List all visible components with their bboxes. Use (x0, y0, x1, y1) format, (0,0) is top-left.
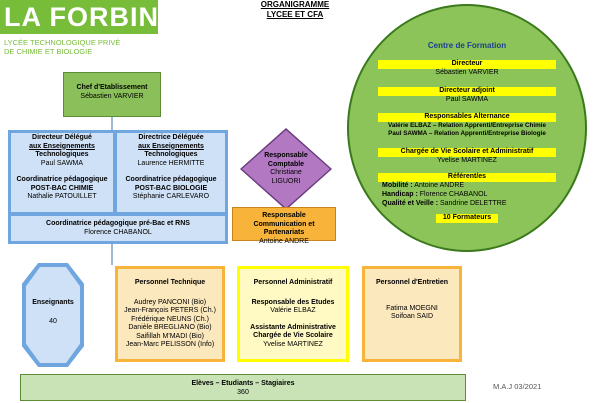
chef-box: Chef d'Etablissement Sébastien VARVIER (63, 72, 161, 117)
chef-title: Chef d'Etablissement (76, 84, 148, 91)
technique-person-6: Jean-Marc PELISSON (Info) (125, 341, 215, 348)
enseignants-count: 40 (49, 317, 57, 325)
enseignants-title: Enseignants (32, 299, 74, 306)
centre-formateurs-label: 10 Formateurs (436, 214, 498, 223)
referent-mobilite-key: Mobilité : (382, 182, 413, 189)
eleves-title: Elèves – Etudiants – Stagiaires (191, 380, 295, 387)
page-title: ORGANIGRAMME LYCEE ET CFA (240, 0, 350, 20)
directeur-2-title-2: aux Enseignements (138, 142, 204, 150)
title-line1: ORGANIGRAMME (260, 0, 330, 9)
administratif-name-1: Valérie ELBAZ (270, 307, 316, 314)
comptable-title: Responsable (264, 152, 308, 159)
directeur-2-name: Laurence HERMITTE (137, 159, 205, 167)
comptable-name-1: Christiane (270, 169, 302, 176)
centre-referent-qualite: Qualité et Veille : Sandrine DELETTRE (382, 200, 572, 209)
directeur-2-title-3: Technologiques (144, 151, 198, 158)
centre-vie-scolaire-name: Yvelise MARTINEZ (437, 157, 497, 164)
referent-handicap-key: Handicap : (382, 191, 418, 198)
coord-1-subtitle: POST-BAC CHIMIE (30, 184, 94, 192)
technique-title: Personnel Technique (134, 279, 206, 286)
directeur-1-title: Directeur Délégué (32, 134, 92, 141)
coord-2-name: Stéphanie CARLEVARO (132, 193, 210, 200)
coord-prebac-title: Coordinatrice pédagogique pré-Bac et RNS (46, 220, 190, 227)
entretien-title: Personnel d'Entretien (375, 279, 449, 286)
logo-subtitle: LYCÉE TECHNOLOGIQUE PRIVÉ DE CHIMIE ET B… (4, 38, 120, 56)
centre-directeur-name: Sébastien VARVIER (435, 69, 499, 76)
centre-formation-circle (347, 4, 587, 252)
eleves-count: 360 (237, 388, 249, 396)
centre-referent-handicap: Handicap : Florence CHABANOL (382, 191, 572, 200)
comptable-title-2: Comptable (267, 160, 305, 168)
directeur-1-name: Paul SAWMA (40, 159, 84, 167)
technique-person-5: Saifillah M'MADI (Bio) (136, 332, 204, 340)
technique-box: Personnel Technique Audrey PANCONI (Bio)… (118, 269, 222, 359)
administratif-role-2: Assistante Administrative (250, 323, 336, 331)
centre-alternance-line1: Valérie ELBAZ – Relation Apprenti/Entrep… (388, 122, 546, 129)
entretien-person-2: Soifoan SAID (390, 313, 434, 320)
directeur-2-box: Directrice Déléguée aux Enseignements Te… (117, 133, 225, 212)
administratif-title: Personnel Administratif (253, 279, 333, 286)
entretien-box: Personnel d'Entretien Fatima MOEGNI Soif… (365, 269, 459, 359)
chef-name: Sébastien VARVIER (80, 92, 144, 100)
centre-alternance-label: Responsables Alternance (378, 113, 556, 122)
update-date: M.A.J 03/2021 (493, 382, 542, 391)
technique-person-3: Frédérique NEUNS (Ch.) (131, 315, 209, 323)
communication-name: Antoine ANDRE (259, 237, 309, 245)
centre-adjoint-name: Paul SAWMA (445, 96, 489, 103)
centre-vie-scolaire-label: Chargée de Vie Scolaire et Administratif (378, 148, 556, 157)
centre-referent-mobilite: Mobilité : Antoine ANDRE (382, 182, 572, 191)
communication-title-2: Communication et Partenariats (253, 220, 315, 237)
technique-person-2: Jean-François PETERS (Ch.) (124, 307, 216, 314)
title-line2: LYCEE ET CFA (266, 10, 324, 19)
referent-mobilite-value: Antoine ANDRE (412, 182, 465, 189)
referent-qualite-value: Sandrine DELETTRE (438, 200, 507, 207)
logo-banner (0, 0, 158, 34)
coord-2-title: Coordinatrice pédagogique (125, 176, 217, 183)
logo-subtitle-line1: LYCÉE TECHNOLOGIQUE PRIVÉ (4, 38, 121, 47)
technique-person-4: Danièle BREGLIANO (Bio) (128, 324, 212, 331)
referent-qualite-key: Qualité et Veille : (382, 200, 439, 207)
administratif-role-1: Responsable des Etudes (251, 298, 335, 306)
directeur-2-title: Directrice Déléguée (138, 134, 204, 141)
centre-directeur-label: Directeur (378, 60, 556, 69)
enseignants-box: Enseignants 40 (26, 267, 80, 363)
comptable-name-2: LIGUORI (271, 177, 301, 185)
coord-prebac-name: Florence CHABANOL (84, 228, 152, 236)
entretien-person-1: Fatima MOEGNI (386, 304, 438, 312)
referent-handicap-value: Florence CHABANOL (417, 191, 488, 198)
administratif-role-2b: Chargée de Vie Scolaire (253, 332, 333, 339)
centre-referents-label: Référent/es (378, 173, 556, 182)
directeur-1-title-3: Technologiques (35, 151, 89, 158)
coord-1-name: Nathalie PATOUILLET (27, 193, 97, 200)
coord-2-subtitle: POST-BAC BIOLOGIE (134, 184, 208, 192)
eleves-box: Elèves – Etudiants – Stagiaires 360 (20, 374, 466, 401)
centre-formation-title: Centre de Formation (427, 41, 507, 50)
administratif-box: Personnel Administratif Responsable des … (240, 269, 346, 359)
communication-box: Responsable Communication et Partenariat… (232, 207, 336, 245)
logo-subtitle-line2: DE CHIMIE ET BIOLOGIE (4, 47, 93, 56)
technique-person-1: Audrey PANCONI (Bio) (133, 298, 207, 306)
coord-1-title: Coordinatrice pédagogique (16, 176, 108, 183)
centre-adjoint-label: Directeur adjoint (378, 87, 556, 96)
directeur-1-box: Directeur Délégué aux Enseignements Tech… (11, 133, 113, 212)
administratif-name-2: Yvelise MARTINEZ (263, 340, 323, 348)
coord-prebac-box: Coordinatrice pédagogique pré-Bac et RNS… (11, 216, 225, 241)
logo-name: LA FORBINE (4, 2, 178, 32)
communication-title: Responsable (262, 212, 306, 219)
directeur-1-title-2: aux Enseignements (29, 142, 95, 150)
centre-alternance-line2: Paul SAWMA – Relation Apprenti/Entrepris… (388, 130, 546, 137)
